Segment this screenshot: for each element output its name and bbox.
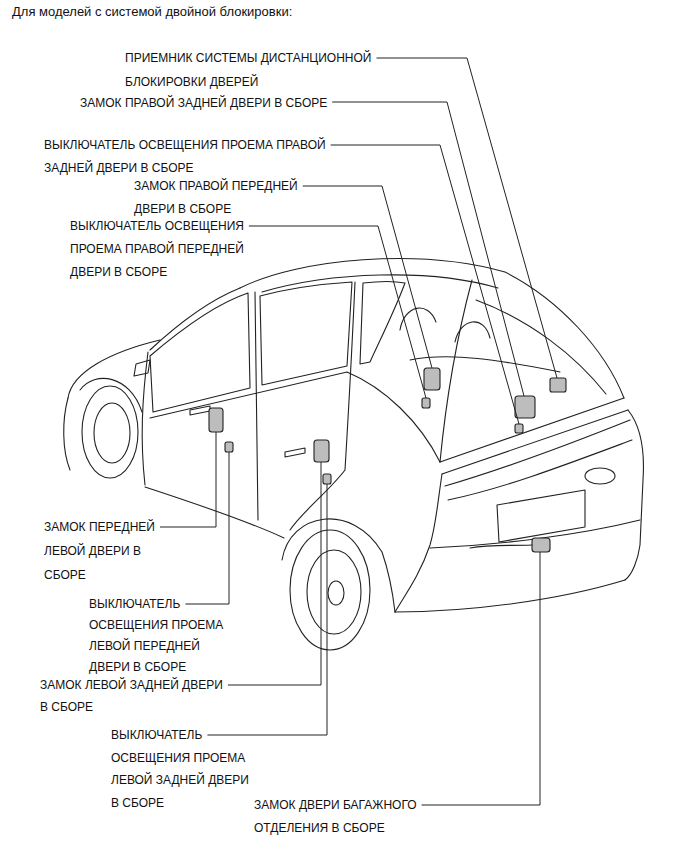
- part-label: ВЫКЛЮЧАТЕЛЬ ОСВЕЩЕНИЯ ПРОЕМА ПРАВОЙ ЗАДН…: [44, 134, 364, 180]
- part-label: ВЫКЛЮЧАТЕЛЬ ОСВЕЩЕНИЯ ПРОЕМА ЛЕВОЙ ПЕРЕД…: [89, 594, 234, 678]
- rear-door-edge: [290, 282, 355, 530]
- car-body: [64, 259, 644, 650]
- wire-harness: [470, 545, 532, 548]
- rear-bumper: [395, 580, 625, 612]
- mirror: [134, 360, 150, 376]
- part-label: ЗАМОК ДВЕРИ БАГАЖНОГО ОТДЕЛЕНИЯ В СБОРЕ: [254, 794, 444, 840]
- leader-line: [331, 145, 519, 424]
- b-pillar: [255, 292, 258, 520]
- rear-wheel: [290, 530, 370, 650]
- courtesy-switch: [422, 398, 430, 408]
- rear-wheel-arch: [282, 519, 395, 612]
- lock-assembly: [314, 440, 329, 462]
- part-label: ПРИЕМНИК СИСТЕМЫ ДИСТАНЦИОННОЙ БЛОКИРОВК…: [125, 46, 395, 94]
- lock-assembly: [532, 538, 550, 552]
- rear-glass-line: [476, 300, 606, 394]
- leader-line: [249, 226, 426, 398]
- spoiler-bottom: [442, 410, 628, 474]
- courtesy-switch: [323, 474, 331, 484]
- seat-back: [400, 308, 436, 330]
- receiver: [550, 378, 566, 392]
- door-handle: [190, 406, 210, 415]
- license-plate: [497, 490, 585, 542]
- front-wheel: [82, 386, 138, 478]
- roof-rail: [262, 275, 498, 292]
- part-label: ЗАМОК ПЕРЕДНЕЙ ЛЕВОЙ ДВЕРИ В СБОРЕ: [44, 515, 174, 587]
- part-label: ЗАМОК ПРАВОЙ ЗАДНЕЙ ДВЕРИ В СБОРЕ: [80, 91, 370, 115]
- tail-light: [445, 420, 630, 486]
- quarter-window: [360, 282, 405, 365]
- leader-line: [185, 452, 229, 604]
- rocker: [145, 487, 284, 538]
- part-label: ЗАМОК ЛЕВОЙ ЗАДНЕЙ ДВЕРИ В СБОРЕ: [40, 674, 230, 718]
- front-window: [150, 293, 250, 412]
- part-label: ЗАМОК ПРАВОЙ ПЕРЕДНЕЙ ДВЕРИ В СБОРЕ: [134, 175, 324, 221]
- leader-line: [160, 432, 216, 527]
- lock-assembly: [424, 368, 440, 390]
- part-label: ВЫКЛЮЧАТЕЛЬ ОСВЕЩЕНИЯ ПРОЕМА ПРАВОЙ ПЕРЕ…: [70, 215, 275, 284]
- diagram-title: Для моделей с системой двойной блокировк…: [12, 4, 292, 19]
- c-pillar: [440, 280, 472, 462]
- seat-back: [455, 322, 490, 342]
- courtesy-switch: [225, 442, 233, 452]
- front-wheel-arch: [80, 378, 142, 412]
- rear-right-side: [625, 410, 643, 580]
- roof-line: [240, 259, 624, 398]
- lock-assembly: [515, 396, 535, 418]
- rear-window: [260, 282, 352, 385]
- leader-line: [377, 58, 558, 378]
- leader-line: [332, 102, 524, 396]
- front-rim: [94, 403, 130, 463]
- leader-line: [228, 462, 321, 685]
- leader-line: [303, 186, 432, 368]
- emblem: [585, 468, 615, 484]
- lock-assembly: [209, 408, 223, 432]
- front-door-edge: [142, 352, 148, 485]
- a-pillar: [150, 288, 240, 350]
- leader-line: [422, 552, 540, 805]
- part-label: ВЫКЛЮЧАТЕЛЬ ОСВЕЩЕНИЯ ПРОЕМА ЛЕВОЙ ЗАДНЕ…: [111, 724, 256, 814]
- belt-line: [150, 372, 440, 462]
- courtesy-switch: [515, 424, 523, 433]
- components: [209, 368, 566, 552]
- front-nose: [64, 398, 70, 470]
- door-handle: [285, 448, 305, 457]
- rear-rim: [307, 550, 361, 634]
- tail-light: [448, 440, 632, 500]
- leader-line: [207, 484, 327, 735]
- rear-hub: [328, 581, 344, 605]
- rear-left-corner: [395, 474, 442, 612]
